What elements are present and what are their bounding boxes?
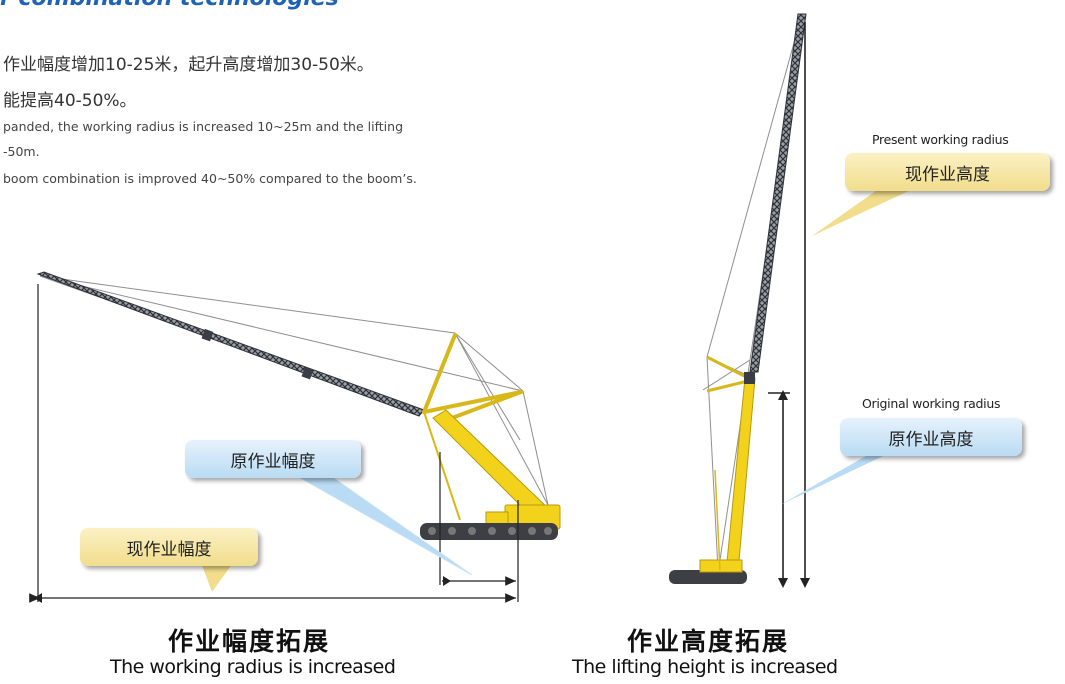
- left-luffing-boom: [36, 271, 425, 417]
- intro-en-line-2: -50m.: [3, 144, 40, 159]
- intro-en-line-1: panded, the working radius is increased …: [3, 119, 403, 134]
- left-yellow-masts: [422, 333, 523, 420]
- original-height-callout: 原作业高度: [840, 418, 1022, 456]
- left-caption-en: The working radius is increased: [110, 656, 396, 678]
- right-main-boom: [725, 377, 756, 573]
- crawler-crane-left: [36, 271, 561, 540]
- original-radius-callout: 原作业幅度: [185, 440, 361, 478]
- section-heading: r combination technologies: [0, 0, 339, 11]
- left-caption-cn: 作业幅度拓展: [168, 627, 331, 656]
- intro-cn-line-2: 能提高40-50%。: [3, 91, 137, 111]
- right-crawler: [669, 570, 747, 584]
- present-radius-pointer: [200, 560, 235, 592]
- present-height-pointer: [812, 188, 915, 236]
- left-dimension-lines: [29, 284, 519, 603]
- present-radius-callout: 现作业幅度: [80, 528, 258, 566]
- original-working-radius-label: Original working radius: [862, 396, 1001, 411]
- crawler-crane-right: [669, 13, 807, 584]
- right-caption-en: The lifting height is increased: [572, 656, 838, 678]
- intro-cn-line-1: 作业幅度增加10-25米，起升高度增加30-50米。: [3, 55, 374, 75]
- left-boom-sections: [201, 328, 314, 380]
- right-caption-cn: 作业高度拓展: [627, 627, 790, 656]
- present-height-callout: 现作业高度: [845, 153, 1050, 191]
- present-working-radius-label: Present working radius: [872, 132, 1009, 147]
- left-crawler-wheels: [428, 527, 552, 535]
- original-height-pointer: [780, 448, 900, 505]
- intro-en-line-3: boom combination is improved 40~50% comp…: [3, 171, 417, 186]
- right-luffing-jib: [749, 13, 807, 373]
